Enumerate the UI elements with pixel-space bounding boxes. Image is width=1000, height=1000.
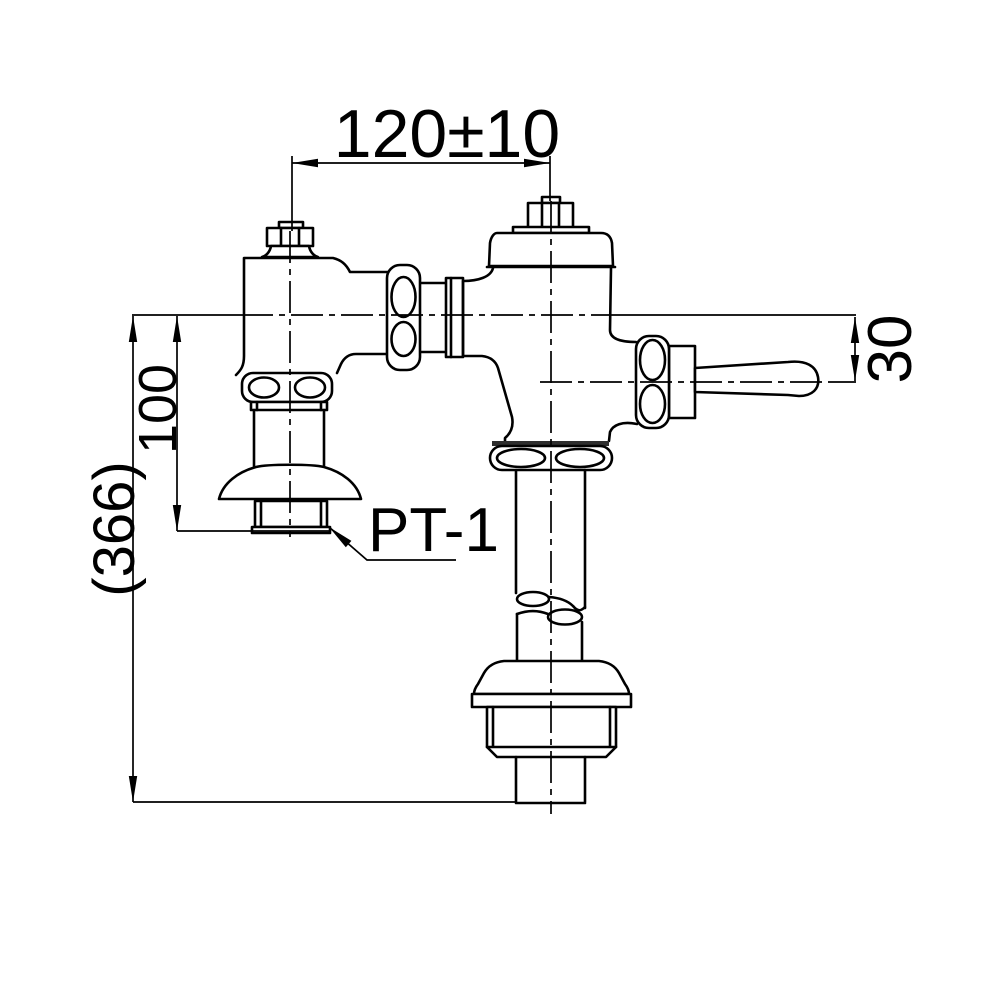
arrowhead: [524, 158, 550, 168]
dimensions: 120±10 (366) 100 30 PT-1: [82, 96, 925, 803]
arrowhead: [292, 158, 318, 168]
thread-lines: [259, 499, 323, 529]
handle-nut-hole: [638, 338, 667, 382]
arrowhead: [329, 527, 352, 548]
pt1-thread-label: PT-1: [368, 496, 499, 565]
arrowhead: [172, 505, 182, 531]
pipe-break-curve-upper: [547, 595, 587, 612]
pipe-break-ellipse-lower: [546, 608, 584, 626]
stop-valve-body-outline: [234, 256, 390, 377]
stop-valve-flange-band: [249, 400, 329, 412]
outlet-nut-hole: [495, 447, 547, 469]
arrowhead: [850, 355, 860, 381]
coupling-nut-hole: [247, 376, 281, 399]
union-nut-hole: [390, 275, 417, 319]
flush-valve-body-right-lower: [607, 421, 639, 443]
pipe-break-ellipse-upper: [515, 590, 551, 608]
stop-valve-body-shoulder: [335, 352, 390, 375]
flush-valve-body-right-upper: [608, 266, 638, 344]
stop-valve-cylinder: [252, 408, 326, 468]
arrowhead: [172, 316, 182, 342]
bonnet-nut-facets: [279, 226, 301, 248]
arrowhead: [128, 776, 138, 802]
inlet-pipe: [418, 281, 448, 354]
spud-nut-edges: [485, 705, 618, 749]
dim-top-width-label: 120±10: [334, 96, 560, 172]
inlet-coupling: [385, 263, 465, 372]
union-nut-hole: [390, 320, 417, 358]
pipe-break-curve-lower: [515, 609, 550, 616]
arrowhead: [128, 316, 138, 342]
outlet-nut-hole: [554, 447, 606, 469]
flange-band-edges: [255, 400, 323, 412]
centerlines: [241, 201, 828, 814]
flush-valve-body-left: [461, 266, 514, 444]
arrowhead: [850, 317, 860, 343]
coupling-nut-hole: [293, 376, 327, 399]
dim-top-width-lines: [291, 156, 551, 231]
dim-overall-height-label: (366): [82, 461, 147, 596]
pt1-threaded-connector: [253, 499, 329, 529]
dim-inlet-height-label: 100: [128, 364, 188, 454]
stop-valve-assembly: [217, 220, 390, 535]
outlet-pipe-lower: [515, 612, 584, 663]
thread-end-band: [250, 525, 332, 535]
handle-nut-hole: [638, 383, 667, 425]
top-nut-facets: [540, 201, 561, 231]
outlet-pipe-upper: [514, 468, 587, 610]
dim-handle-drop-label: 30: [856, 315, 925, 384]
union-ring: [444, 276, 465, 359]
handle-lever: [693, 360, 820, 398]
